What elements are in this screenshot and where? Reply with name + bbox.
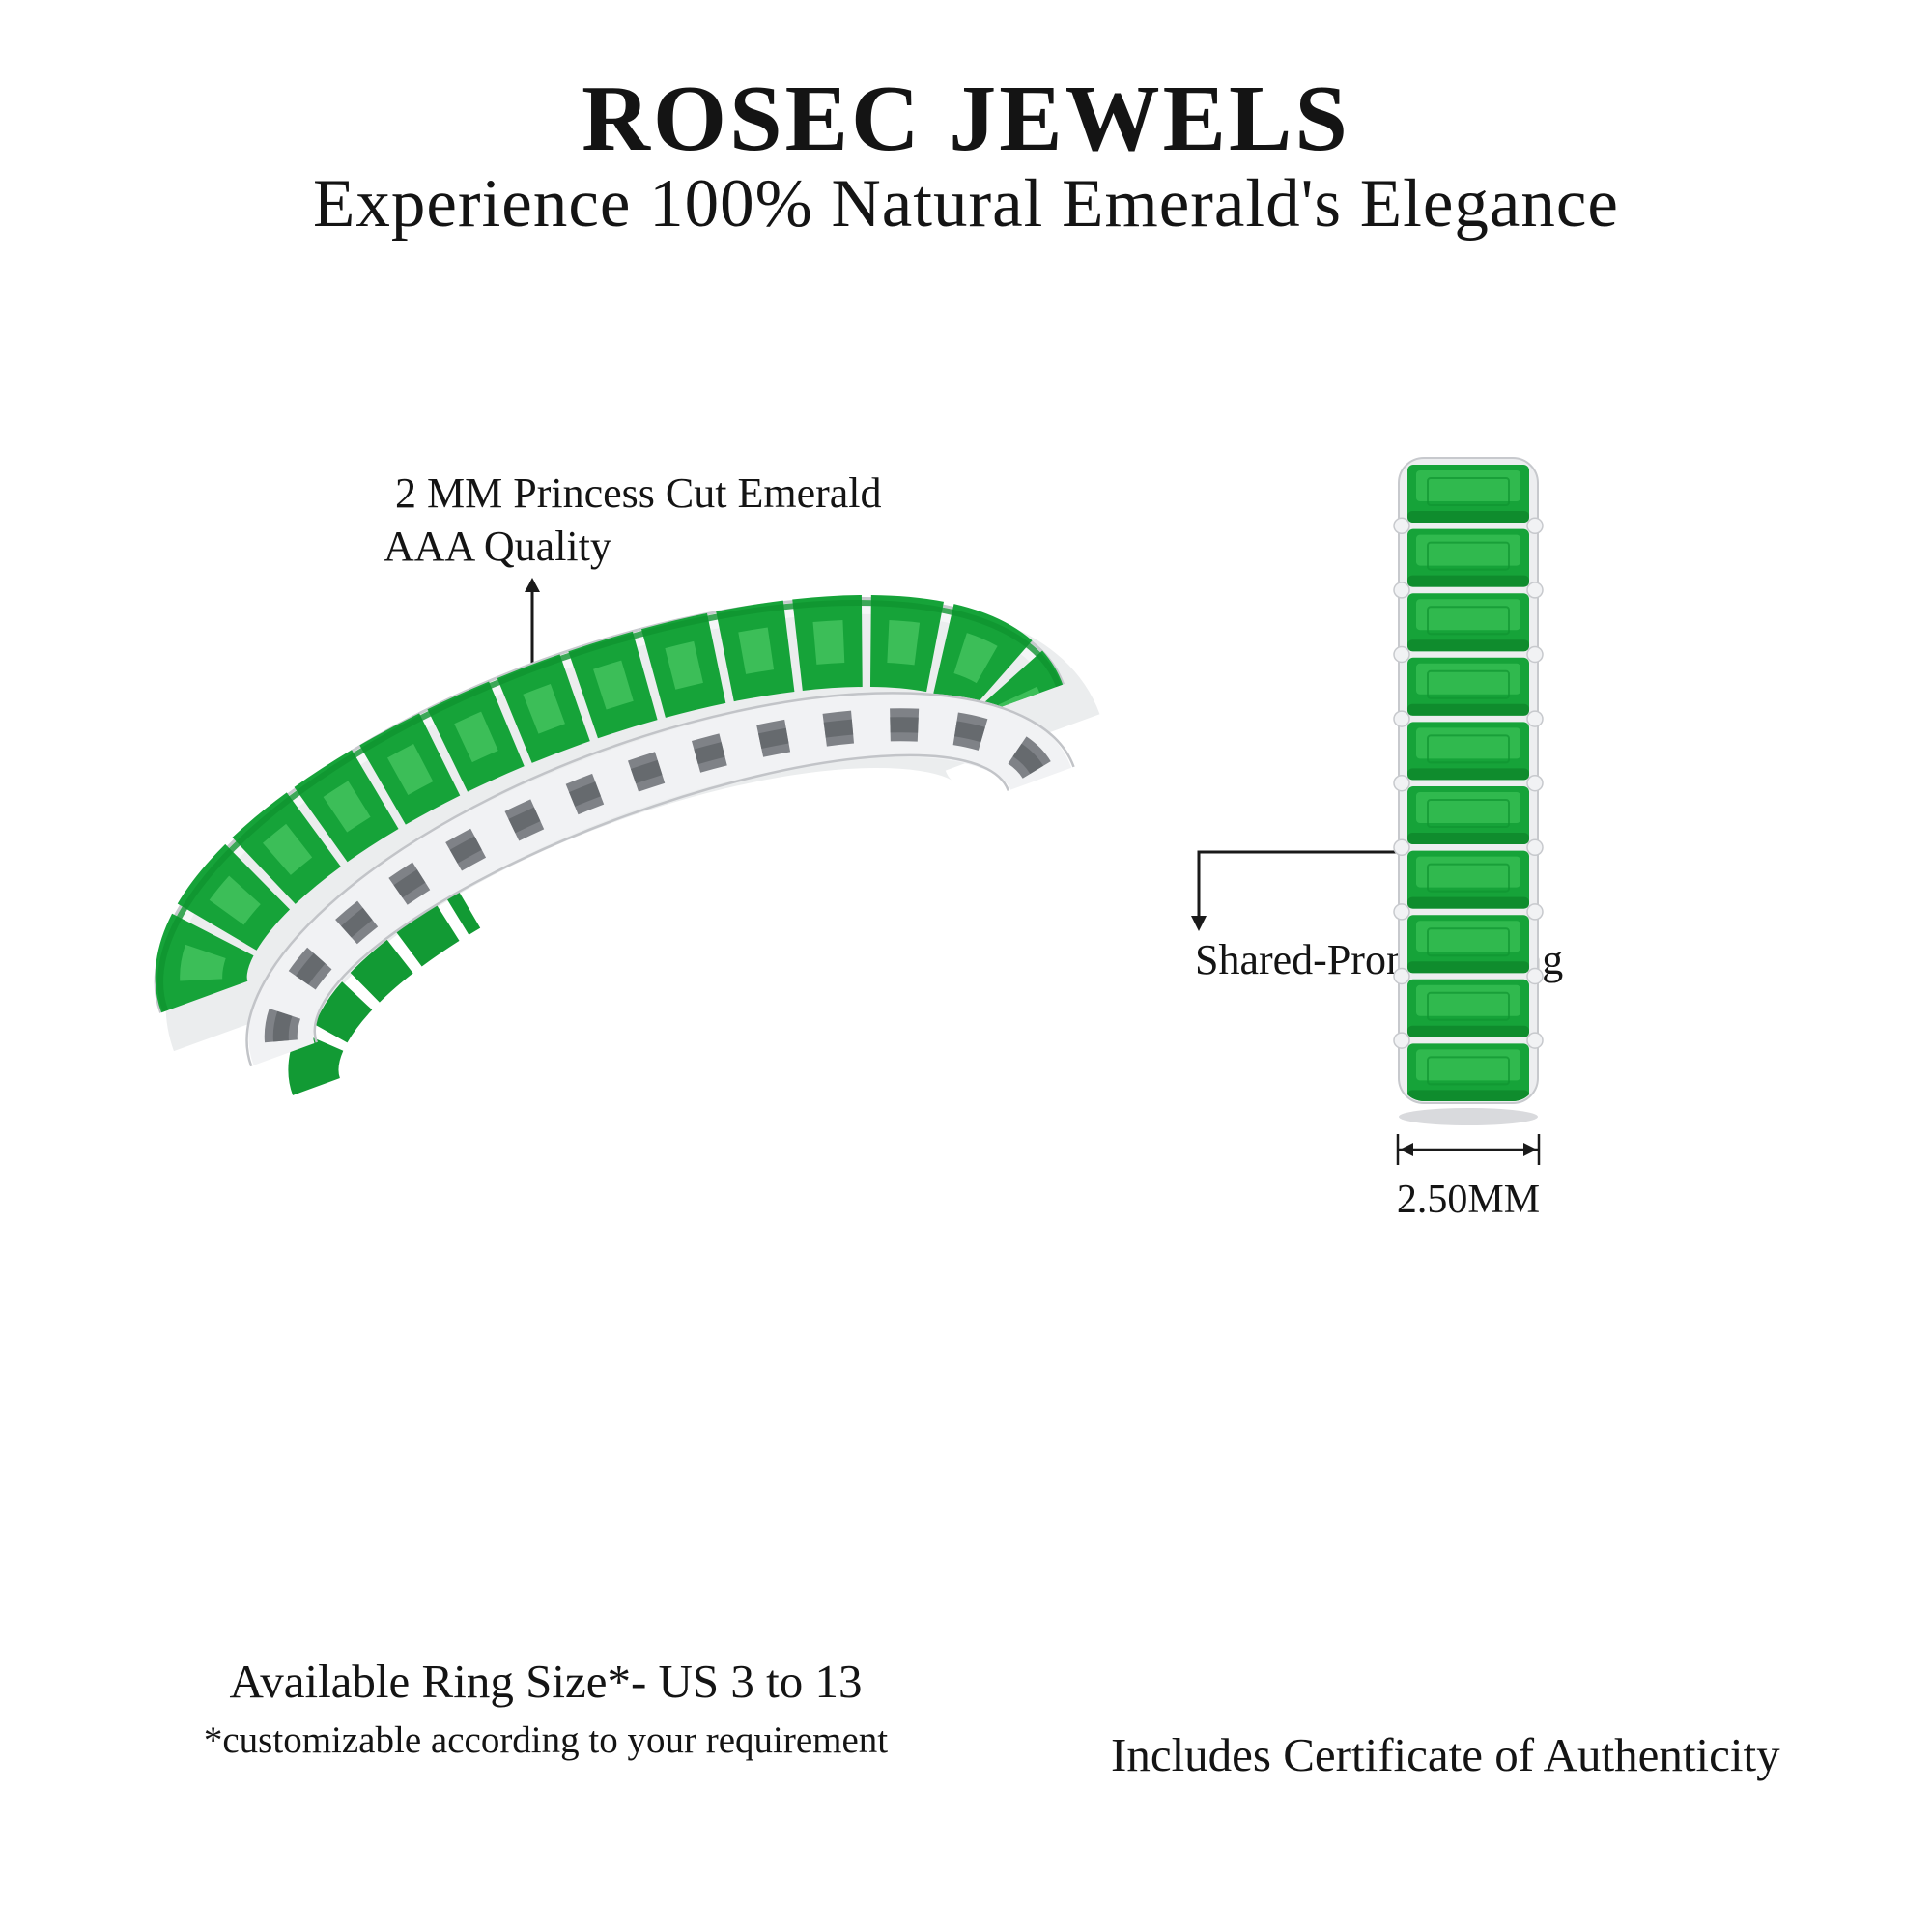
emerald-stone: [1406, 785, 1530, 845]
ring-size-block: Available Ring Size*- US 3 to 13 *custom…: [135, 1652, 956, 1764]
gallery-inner-edge: [313, 753, 1010, 1043]
stone-annotation-arrow: [525, 578, 540, 667]
arrow-right-icon: [1523, 1143, 1537, 1156]
emerald-stone: [1406, 914, 1530, 975]
emerald-stone: [1406, 849, 1530, 910]
stone-annotation-line2: AAA Quality: [384, 523, 611, 570]
certificate-text: Includes Certificate of Authenticity: [1111, 1728, 1780, 1781]
brand-tagline: Experience 100% Natural Emerald's Elegan…: [313, 166, 1619, 242]
emerald-stone: [1406, 1042, 1530, 1101]
eternity-band-group: [154, 595, 1100, 1095]
stones-outer-edge: [157, 600, 1062, 1012]
band-shadow: [1399, 1108, 1538, 1125]
brand-title: ROSEC JEWELS: [582, 67, 1350, 171]
emerald-stone: [1406, 656, 1530, 717]
gallery-outer-edge: [245, 692, 1075, 1067]
arrow-down-icon: [1191, 916, 1207, 931]
far-stones-arc: [288, 884, 481, 1095]
ring-side-illustration: [1393, 457, 1544, 1125]
emerald-stone: [1406, 527, 1530, 588]
width-dimension-arrow: [1396, 1134, 1541, 1165]
ring-size-note: *customizable according to your requirem…: [203, 1719, 889, 1762]
arrow-elbow-line: [1197, 850, 1399, 918]
ring-size-text: Available Ring Size*- US 3 to 13: [229, 1655, 863, 1708]
emerald-stone: [1406, 592, 1530, 653]
setting-annotation-arrow: [1191, 850, 1399, 931]
arrow-up-icon: [525, 578, 540, 592]
emerald-stone: [1406, 978, 1530, 1038]
stones-facet-highlight: [180, 619, 1040, 1005]
emerald-stone: [1406, 464, 1530, 524]
emerald-stone: [1406, 721, 1530, 781]
ring-front-illustration: [154, 595, 1100, 1095]
gallery-window-depth: [272, 717, 1049, 1058]
stone-annotation-line1: 2 MM Princess Cut Emerald: [395, 469, 882, 517]
stone-annotation: 2 MM Princess Cut Emerald AAA Quality: [384, 467, 882, 573]
band-width-label: 2.50MM: [1396, 1178, 1541, 1222]
arrow-left-icon: [1400, 1143, 1413, 1156]
